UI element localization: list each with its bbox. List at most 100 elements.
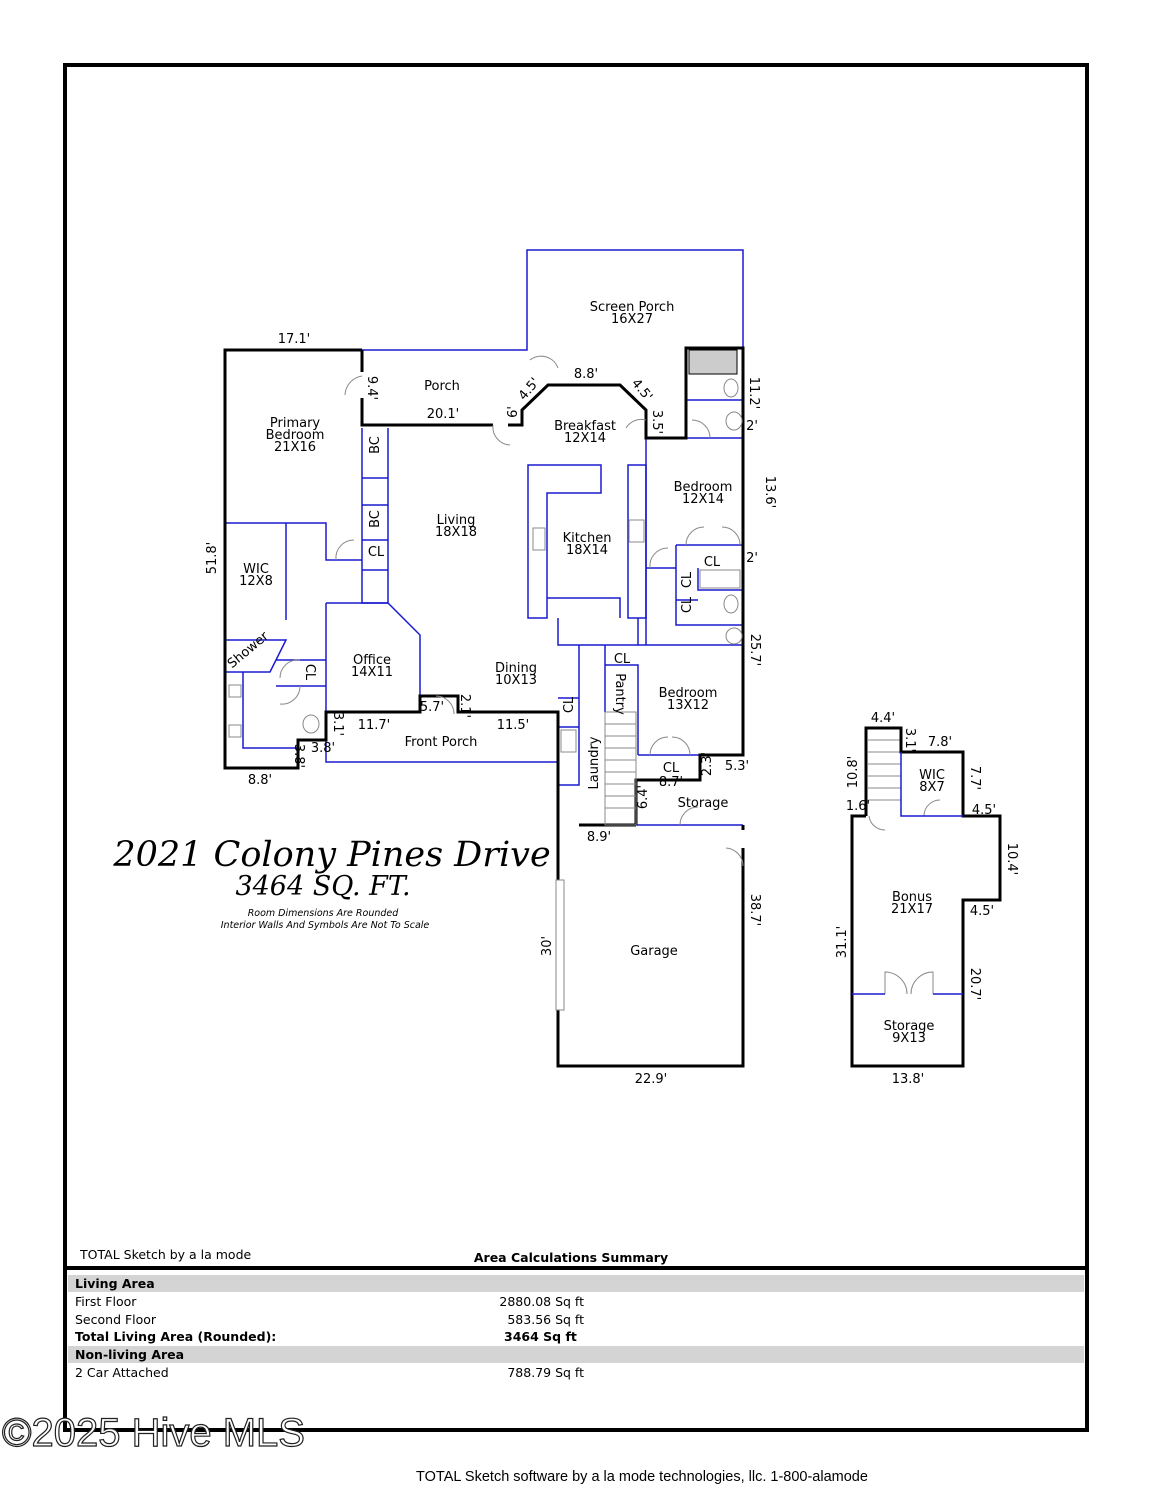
exterior-walls: [223, 346, 745, 1068]
dimension-label: 8.7': [659, 775, 683, 790]
dimension-label: 11.2': [746, 377, 761, 410]
dimension-label: 9.4': [364, 376, 379, 400]
summary-title: Area Calculations Summary: [474, 1250, 668, 1265]
room-label-line: 21X17: [891, 902, 933, 917]
dimension-label: 11.7': [358, 718, 391, 733]
room-label-line: Dining: [495, 661, 537, 676]
room-label: BC: [368, 510, 383, 528]
room-label-line: CL: [680, 571, 695, 588]
toilet-icon: [302, 714, 320, 734]
room-label-line: Shower: [225, 629, 272, 672]
dimension-label: 11.5': [497, 718, 530, 733]
room-label: BC: [368, 436, 383, 454]
software-credit-small: TOTAL Sketch by a la mode: [79, 1247, 252, 1262]
first-floor-label: First Floor: [75, 1294, 137, 1309]
dimension-label: 4.4': [871, 711, 895, 726]
second-floor: [850, 726, 1002, 1068]
room-label: CL: [663, 761, 680, 776]
dimension-label: 3.8': [311, 741, 335, 756]
room-label-line: Storage: [884, 1019, 935, 1034]
toilet-icon: [723, 378, 739, 398]
dimension-label: 6.4': [636, 785, 651, 809]
room-label-line: 13X12: [667, 698, 709, 713]
dimension-label: 7.7': [967, 766, 982, 790]
room-label-line: CL: [680, 596, 695, 613]
dimension-label: 10.8': [846, 756, 861, 789]
room-label-line: Living: [437, 513, 476, 528]
room-label-line: 12X14: [682, 492, 724, 507]
fixtures: [228, 349, 941, 1011]
room-label-line: Storage: [678, 796, 729, 811]
kitchen-sink-icon: [532, 527, 546, 551]
door-swing-icons: [279, 355, 941, 995]
room-label: Laundry: [587, 736, 602, 789]
dimension-label: 13.6': [762, 476, 777, 509]
room-label-line: 18X14: [566, 543, 608, 558]
room-label-line: 12X8: [239, 574, 273, 589]
dimension-label: 3.1': [902, 728, 917, 752]
first-floor-value: 2880.08 Sq ft: [499, 1294, 584, 1309]
dimension-label: 10.4': [1004, 843, 1019, 876]
dimension-label: 17.1': [278, 332, 311, 347]
dimension-label: 4.5': [972, 803, 996, 818]
dimension-label: 13.8': [892, 1072, 925, 1087]
room-label: CL: [368, 545, 385, 560]
note-not-to-scale: Interior Walls And Symbols Are Not To Sc…: [221, 920, 430, 931]
staircase-icon: [868, 739, 901, 801]
dimension-label: 25.7': [747, 634, 762, 667]
room-label-line: CL: [663, 761, 680, 776]
room-label-line: CL: [302, 664, 317, 681]
room-label-line: Laundry: [587, 736, 602, 789]
dimension-label: 4.5': [516, 375, 543, 403]
room-label-line: CL: [368, 545, 385, 560]
staircase-icon: [604, 711, 637, 826]
room-label-line: CL: [614, 652, 631, 667]
room-label: CL: [302, 664, 317, 681]
room-label-line: BC: [368, 510, 383, 528]
room-label: Garage: [630, 944, 678, 959]
room-label: CL: [614, 652, 631, 667]
room-label: Storage: [678, 796, 729, 811]
room-label-line: CL: [562, 696, 577, 713]
dimension-label: 7.8': [928, 735, 952, 750]
room-label: CL: [680, 571, 695, 588]
room-label-line: Kitchen: [563, 531, 612, 546]
cooktop-icon: [628, 519, 645, 543]
garage-door-icon: [555, 879, 565, 1011]
room-label-line: 8X7: [919, 780, 944, 795]
room-label-line: 9X13: [892, 1031, 926, 1046]
second-floor-value: 583.56 Sq ft: [507, 1312, 584, 1327]
dimension-label: 4.5': [970, 904, 994, 919]
sink-icon: [228, 724, 242, 738]
dimension-label: 2.3': [700, 752, 715, 776]
property-sqft: 3464 SQ. FT.: [235, 871, 410, 902]
room-label: Porch: [424, 379, 460, 394]
sink-icon: [725, 627, 743, 645]
interior-walls: [225, 249, 744, 826]
dimension-label: 30': [540, 936, 555, 956]
dimension-label: 1.6': [846, 799, 870, 814]
room-label-line: Porch: [424, 379, 460, 394]
room-label-line: 18X18: [435, 525, 477, 540]
watermark: ©2025 Hive MLS: [2, 1411, 305, 1455]
room-label-line: Garage: [630, 944, 678, 959]
room-label-line: CL: [704, 555, 721, 570]
room-label-line: 16X27: [611, 312, 653, 327]
dimension-label: 51.8': [205, 542, 220, 575]
fireplace-icon: [688, 349, 738, 375]
room-label-line: 10X13: [495, 673, 537, 688]
room-label-line: WIC: [243, 562, 269, 577]
dimension-label: 4.5': [628, 376, 655, 404]
room-label-line: Pantry: [612, 673, 627, 715]
room-label-line: 14X11: [351, 665, 393, 680]
